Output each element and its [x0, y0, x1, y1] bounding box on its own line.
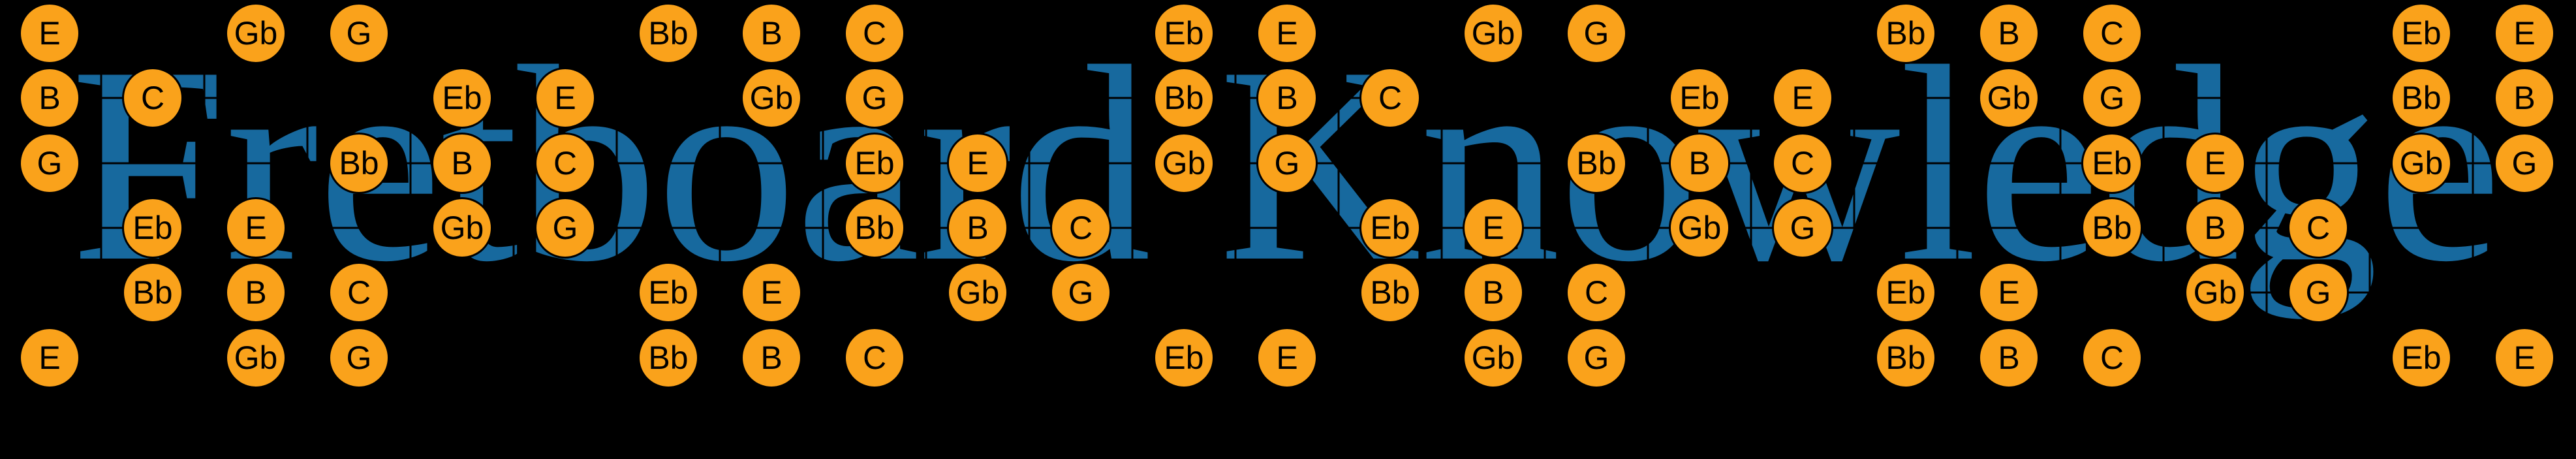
note-circle: Eb: [2391, 3, 2452, 64]
note-circle: G: [1050, 262, 1111, 323]
note-circle: E: [2494, 327, 2555, 388]
note-circle: Eb: [844, 133, 905, 194]
note-circle: Bb: [1875, 3, 1936, 64]
note-circle: Bb: [1566, 133, 1627, 194]
note-circle: Gb: [2391, 133, 2452, 194]
note-circle: Eb: [1359, 197, 1421, 259]
note-circle: E: [947, 133, 1008, 194]
note-circle: Gb: [1463, 3, 1524, 64]
note-circle: Gb: [1463, 327, 1524, 388]
note-circle: B: [431, 133, 493, 194]
note-circle: Bb: [844, 197, 905, 259]
note-circle: E: [1772, 67, 1833, 129]
note-circle: C: [535, 133, 596, 194]
note-circle: G: [1566, 327, 1627, 388]
note-circle: Bb: [1359, 262, 1421, 323]
note-circle: E: [535, 67, 596, 129]
note-circle: G: [1772, 197, 1833, 259]
note-circle: C: [1772, 133, 1833, 194]
note-circle: B: [1669, 133, 1730, 194]
note-circle: Eb: [2081, 133, 2143, 194]
note-circle: B: [2494, 67, 2555, 129]
note-circle: B: [947, 197, 1008, 259]
note-circle: B: [1463, 262, 1524, 323]
note-circle: G: [844, 67, 905, 129]
note-circle: B: [1256, 67, 1318, 129]
note-circle: Gb: [1669, 197, 1730, 259]
note-circle: E: [19, 327, 80, 388]
note-circle: Bb: [638, 3, 699, 64]
note-circle: Eb: [1153, 3, 1215, 64]
note-circle: E: [2494, 3, 2555, 64]
note-circle: Eb: [1153, 327, 1215, 388]
note-circle: E: [2184, 133, 2246, 194]
note-circle: E: [225, 197, 287, 259]
note-circle: B: [225, 262, 287, 323]
note-circle: B: [1978, 3, 2040, 64]
note-circle: Eb: [1875, 262, 1936, 323]
note-circle: G: [2494, 133, 2555, 194]
note-circle: E: [19, 3, 80, 64]
note-circle: B: [2184, 197, 2246, 259]
note-circle: Bb: [2391, 67, 2452, 129]
note-circle: C: [844, 327, 905, 388]
note-circle: B: [741, 327, 802, 388]
note-circle: C: [2081, 3, 2143, 64]
note-circle: Gb: [431, 197, 493, 259]
note-circle: B: [1978, 327, 2040, 388]
note-circle: Bb: [2081, 197, 2143, 259]
note-circle: Bb: [328, 133, 390, 194]
note-circle: C: [328, 262, 390, 323]
note-circle: G: [2288, 262, 2349, 323]
note-circle: Bb: [122, 262, 183, 323]
note-circle: Gb: [225, 3, 287, 64]
note-circle: Eb: [1669, 67, 1730, 129]
note-circle: G: [2081, 67, 2143, 129]
note-circle: Gb: [2184, 262, 2246, 323]
note-circle: G: [328, 3, 390, 64]
note-circle: E: [741, 262, 802, 323]
note-circle: C: [1050, 197, 1111, 259]
note-circle: C: [122, 67, 183, 129]
note-circle: E: [1463, 197, 1524, 259]
note-circle: G: [1566, 3, 1627, 64]
note-circle: C: [844, 3, 905, 64]
note-circle: E: [1978, 262, 2040, 323]
note-circle: Bb: [638, 327, 699, 388]
note-circle: E: [1256, 3, 1318, 64]
note-circle: Gb: [741, 67, 802, 129]
note-circle: C: [1566, 262, 1627, 323]
note-circle: Gb: [947, 262, 1008, 323]
note-circle: C: [2081, 327, 2143, 388]
note-circle: Gb: [225, 327, 287, 388]
note-circle: Bb: [1875, 327, 1936, 388]
note-circle: E: [1256, 327, 1318, 388]
note-circle: Gb: [1978, 67, 2040, 129]
note-circle: Eb: [431, 67, 493, 129]
note-circle: Eb: [638, 262, 699, 323]
note-circle: Gb: [1153, 133, 1215, 194]
note-circle: G: [19, 133, 80, 194]
note-circle: Eb: [2391, 327, 2452, 388]
note-circle: B: [19, 67, 80, 129]
note-circle: G: [535, 197, 596, 259]
note-circle: Bb: [1153, 67, 1215, 129]
note-circle: C: [2288, 197, 2349, 259]
note-circle: Eb: [122, 197, 183, 259]
note-circle: C: [1359, 67, 1421, 129]
note-circle: B: [741, 3, 802, 64]
note-circle: G: [328, 327, 390, 388]
note-circle: G: [1256, 133, 1318, 194]
